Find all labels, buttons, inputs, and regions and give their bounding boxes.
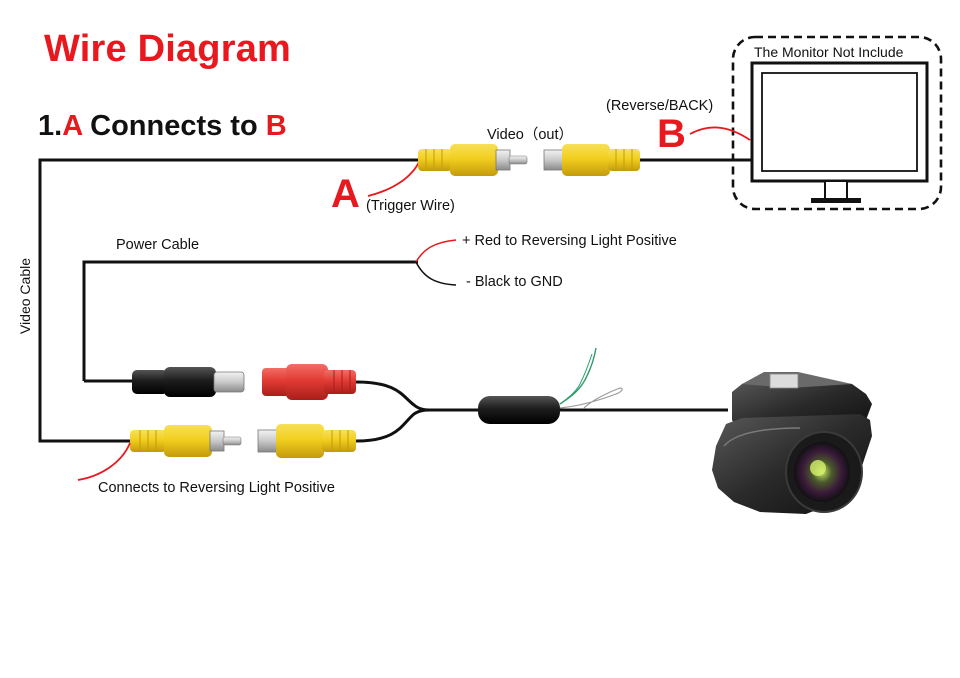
instruction-a: A — [62, 110, 83, 142]
marker-a: A — [331, 172, 360, 216]
video-cable-wire — [38, 158, 425, 443]
red-wire-note: + Red to Reversing Light Positive — [462, 233, 677, 249]
dc-plug-black — [132, 367, 245, 397]
white-loose-wire — [559, 387, 623, 409]
instruction-prefix: 1. — [38, 110, 63, 142]
reversing-pointer-line — [77, 442, 131, 481]
reverse-back-label: (Reverse/BACK) — [606, 98, 714, 114]
rca-male-connector-top — [418, 144, 528, 176]
monitor-dashed-frame — [731, 35, 943, 211]
red-socket-lead — [355, 380, 431, 412]
backup-camera-icon — [712, 372, 872, 514]
black-lead — [415, 261, 457, 286]
monitor-note: The Monitor Not Include — [754, 44, 904, 60]
power-cable-label: Power Cable — [116, 237, 200, 253]
power-cable-wire — [82, 260, 418, 381]
monitor-icon — [750, 61, 929, 203]
dc-socket-red — [262, 364, 356, 400]
black-wire-note: - Black to GND — [466, 274, 563, 290]
reversing-light-note: Connects to Reversing Light Positive — [98, 480, 335, 496]
rca-female-connector-bottom — [257, 424, 356, 458]
video-out-label: Video（out） — [487, 127, 573, 143]
rca-male-connector-bottom — [130, 425, 242, 457]
instruction-middle: Connects to — [82, 110, 266, 142]
instruction-b: B — [265, 110, 287, 142]
junction-box — [478, 396, 560, 424]
b-to-monitor-line — [689, 126, 751, 141]
rca-female-connector-top — [543, 144, 640, 176]
yellow-socket-lead — [355, 408, 431, 443]
red-lead — [415, 239, 457, 263]
page-title: Wire Diagram — [44, 28, 292, 70]
trigger-wire-label: (Trigger Wire) — [366, 198, 455, 214]
video-cable-label: Video Cable — [17, 257, 33, 335]
a-pointer-line — [367, 159, 421, 197]
green-loose-wire — [559, 347, 597, 405]
marker-b: B — [657, 112, 686, 156]
connection-instruction: 1.A Connects to B — [38, 110, 287, 143]
